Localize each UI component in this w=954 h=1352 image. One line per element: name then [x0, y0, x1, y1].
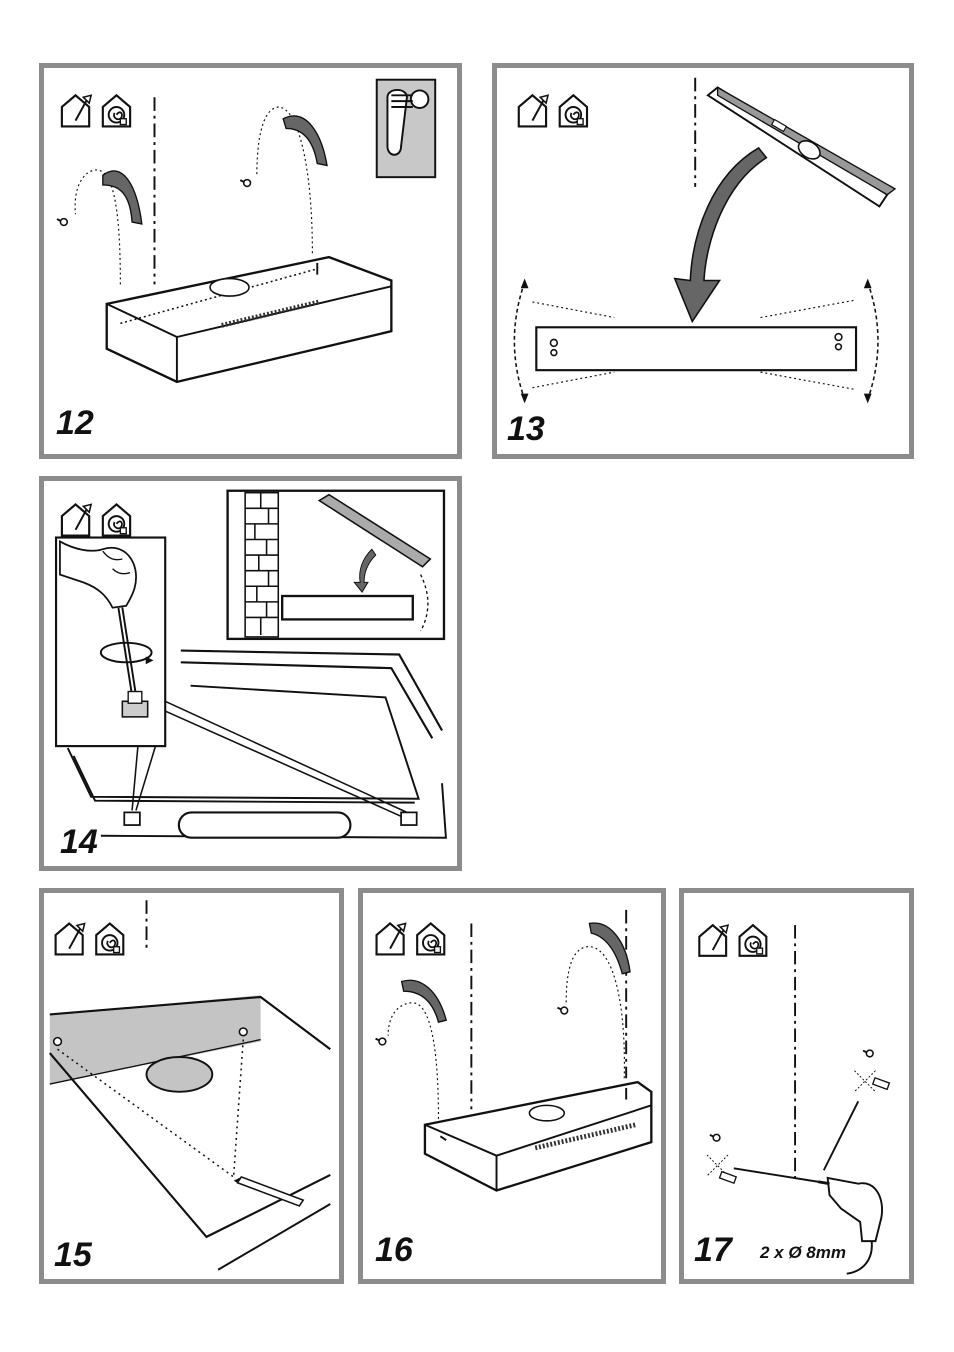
house-arrow-icon — [699, 925, 728, 956]
screw-right — [557, 1007, 567, 1014]
screw-upper — [863, 1050, 873, 1057]
step-15-panel: 15 — [39, 888, 344, 1284]
hood-outline — [50, 995, 330, 1270]
house-fan-icon — [103, 95, 130, 126]
drill-size-label: 2 x Ø 8mm — [760, 1243, 846, 1263]
curved-arrow-icon — [675, 148, 767, 322]
house-fan-icon — [103, 504, 130, 535]
pencil-icon — [237, 1177, 303, 1206]
step-17-panel: 17 2 x Ø 8mm — [679, 888, 914, 1284]
screw-left — [57, 219, 67, 226]
trajectory-right — [566, 947, 624, 1079]
house-fan-icon — [740, 925, 767, 956]
wall-plug-icon — [720, 1172, 737, 1184]
step-16-illustration — [363, 893, 661, 1279]
screw-lower — [710, 1134, 720, 1141]
step-16-panel: 16 — [358, 888, 666, 1284]
screwdriver-inset — [56, 538, 165, 747]
house-fan-icon — [560, 95, 587, 126]
keyhole-screw-inset — [377, 80, 435, 177]
house-fan-icon — [96, 924, 123, 955]
house-arrow-icon — [519, 95, 548, 126]
hood-box — [107, 257, 392, 382]
step-number: 15 — [54, 1238, 92, 1272]
screw-right — [240, 180, 250, 187]
step-13-panel: 13 — [492, 63, 914, 459]
house-arrow-icon — [377, 923, 406, 954]
screw-left — [376, 1038, 386, 1045]
step-number: 13 — [507, 412, 545, 446]
house-fan-icon — [417, 923, 444, 954]
step-14-panel: 14 — [39, 476, 462, 871]
wall-level-inset — [228, 491, 444, 639]
step-15-illustration — [44, 893, 339, 1279]
step-number: 14 — [60, 825, 98, 859]
step-12-illustration — [44, 68, 457, 454]
tilt-arrow-left-icon — [514, 282, 524, 399]
trajectory-left — [388, 1003, 438, 1119]
arrow-right-icon — [283, 116, 327, 165]
step-13-illustration — [497, 68, 909, 454]
wall-plug-icon — [873, 1078, 890, 1090]
arrow-left-icon — [402, 980, 447, 1022]
step-14-illustration — [44, 481, 457, 866]
house-arrow-icon — [62, 504, 91, 535]
step-number: 12 — [56, 406, 94, 440]
house-arrow-icon — [62, 95, 91, 126]
step-number: 16 — [375, 1233, 413, 1267]
house-arrow-icon — [56, 924, 85, 955]
tilt-arrow-right-icon — [868, 282, 878, 399]
step-number: 17 — [694, 1233, 732, 1267]
hood-box — [425, 1082, 651, 1190]
step-12-panel: 12 — [39, 63, 462, 459]
spirit-level-icon — [708, 87, 895, 206]
arrow-left-icon — [103, 171, 142, 224]
step-17-illustration — [684, 893, 909, 1279]
